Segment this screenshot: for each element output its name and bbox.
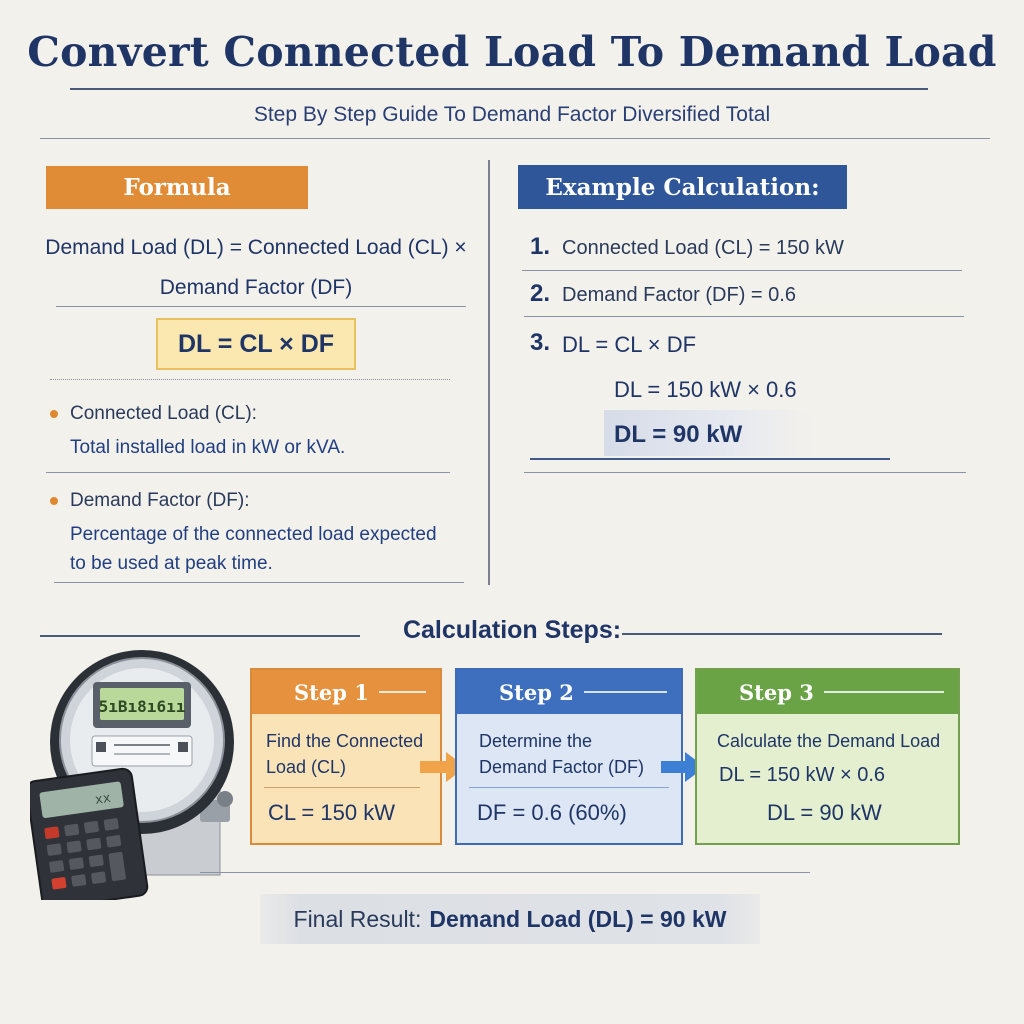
- example-number-1: 1.: [530, 233, 551, 260]
- formula-box: DL = CL × DF: [156, 318, 356, 370]
- step-desc-1-line-2: Load (CL): [266, 757, 347, 777]
- step-value-2: DF = 0.6 (60%): [477, 800, 627, 825]
- formula-line-2: Demand Factor (DF): [159, 276, 353, 299]
- step-divider: [469, 787, 669, 788]
- title-underline: [70, 88, 928, 90]
- step-header-3: Step 3: [697, 670, 958, 714]
- formula-dotted-divider: [50, 379, 450, 380]
- step-header-rule: [583, 691, 667, 693]
- step-header-1: Step 1: [252, 670, 440, 714]
- definition-divider: [46, 472, 450, 473]
- step-card-2: Step 2 Determine the Demand Factor (DF) …: [455, 668, 683, 845]
- final-result-value: Demand Load (DL) = 90 kW: [429, 905, 727, 932]
- final-result-banner: Final Result: Demand Load (DL) = 90 kW: [260, 894, 760, 944]
- step-card-3: Step 3 Calculate the Demand Load DL = 15…: [695, 668, 960, 845]
- example-divider: [522, 270, 962, 271]
- example-number-2: 2.: [530, 280, 551, 307]
- step-value-3: DL = 90 kW: [767, 800, 882, 825]
- example-item-1: Connected Load (CL) = 150 kW: [562, 237, 844, 259]
- step-value-1: CL = 150 kW: [268, 800, 395, 825]
- step-divider: [264, 787, 420, 788]
- step-desc-3-line-1: Calculate the Demand Load: [717, 731, 941, 751]
- final-result-label: Final Result:: [293, 905, 422, 932]
- step-header-rule: [823, 691, 944, 693]
- step-desc-1-line-1: Find the Connected: [266, 731, 424, 751]
- step-label-3: Step 3: [739, 679, 814, 705]
- example-item-3: DL = CL × DF: [562, 332, 697, 357]
- steps-title: Calculation Steps:: [402, 616, 622, 644]
- example-result: DL = 90 kW: [614, 421, 743, 448]
- calculator-icon: xx: [30, 767, 149, 900]
- steps-title-rule-right: [622, 633, 942, 635]
- definition-divider: [54, 582, 464, 583]
- page-subtitle: Step By Step Guide To Demand Factor Dive…: [253, 103, 771, 126]
- formula-line-1: Demand Load (DL) = Connected Load (CL) ×: [45, 236, 467, 259]
- page-title: Convert Connected Load To Demand Load: [27, 28, 997, 76]
- column-divider: [488, 160, 490, 585]
- definition-desc-df-2: to be used at peak time.: [70, 553, 273, 574]
- example-substitution: DL = 150 kW × 0.6: [614, 377, 797, 402]
- formula-badge: Formula: [46, 166, 308, 209]
- step-card-1: Step 1 Find the Connected Load (CL) CL =…: [250, 668, 442, 845]
- calculator-display-text: xx: [94, 791, 112, 808]
- meter-display-text: 5ıBı8ı6ıı: [99, 697, 186, 716]
- step-desc-3-line-2: DL = 150 kW × 0.6: [719, 764, 886, 786]
- example-divider: [524, 316, 964, 317]
- definition-desc-df-1: Percentage of the connected load expecte…: [70, 524, 437, 545]
- step-header-rule: [378, 691, 426, 693]
- final-top-rule: [200, 872, 810, 873]
- example-divider: [524, 472, 966, 473]
- step-header-2: Step 2: [457, 670, 681, 714]
- steps-title-rule-left: [40, 635, 360, 637]
- formula-divider: [56, 306, 466, 307]
- bullet-icon: [50, 497, 58, 505]
- definition-term-df: Demand Factor (DF):: [70, 490, 250, 511]
- example-number-3: 3.: [530, 329, 551, 356]
- step-label-1: Step 1: [294, 679, 369, 705]
- bullet-icon: [50, 410, 58, 418]
- example-divider: [530, 458, 890, 460]
- subtitle-underline: [40, 138, 990, 139]
- definition-desc-cl: Total installed load in kW or kVA.: [70, 437, 346, 458]
- example-item-2: Demand Factor (DF) = 0.6: [562, 284, 796, 306]
- example-badge: Example Calculation:: [518, 165, 847, 209]
- step-desc-2-line-2: Demand Factor (DF): [479, 757, 645, 777]
- step-desc-2-line-1: Determine the: [479, 731, 593, 751]
- step-label-2: Step 2: [499, 679, 574, 705]
- definition-term-cl: Connected Load (CL):: [70, 403, 257, 424]
- example-result-band: [604, 410, 814, 456]
- electric-meter-icon: 5ıBı8ı6ıı xx: [30, 650, 234, 900]
